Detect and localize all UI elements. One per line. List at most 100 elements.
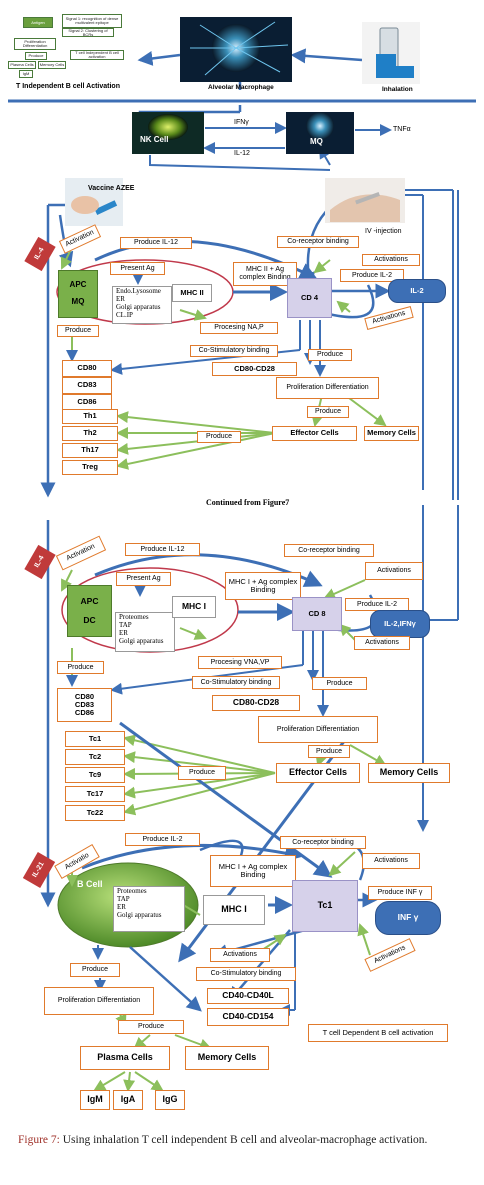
macrophage-spikes: [190, 21, 289, 76]
co-receptor-box-3: Co-receptor binding: [280, 836, 366, 849]
memory-cells-box-3: Memory Cells: [185, 1046, 269, 1070]
igg-box: IgG: [155, 1090, 185, 1110]
igm-box: IgM: [80, 1090, 110, 1110]
proteome-item: ER: [117, 903, 126, 912]
tc9-box: Tc9: [65, 767, 125, 783]
proteome-list-2: Proteomes TAP ER Golgi apparatus: [113, 886, 185, 932]
cd8-box: CD 8: [292, 597, 342, 631]
alveolar-macrophage-label: Alveolar Macrophage: [208, 84, 274, 91]
mini-box: Produce: [25, 52, 47, 60]
produce-il2-box-3: Produce IL-2: [125, 833, 200, 846]
il2-ifn-box: IL-2,IFNγ: [370, 610, 430, 638]
proteome-item: ER: [119, 629, 128, 638]
b-cell-label: B Cell: [77, 879, 103, 889]
procesing-box-2: Procesing VNA,VP: [198, 656, 282, 669]
mini-box: Plasma Cells: [8, 61, 36, 69]
activations-box-3: Activations: [365, 562, 423, 580]
mini-box: Memory Cells: [38, 61, 66, 69]
co-receptor-box: Co-receptor binding: [277, 236, 359, 248]
cd80-label: CD80: [74, 691, 95, 701]
memory-cells-box-2: Memory Cells: [368, 763, 450, 783]
tc1-cell-box: Tc1: [292, 880, 358, 932]
tc1-box: Tc1: [65, 731, 125, 747]
mini-box: Antigen: [23, 17, 53, 28]
proteome-item: Golgi apparatus: [117, 911, 162, 920]
produce-box-10: Produce: [118, 1020, 184, 1034]
proteome-item: Golgi apparatus: [119, 637, 164, 646]
cd80-box: CD80: [62, 360, 112, 377]
produce-il2-box: Produce IL-2: [340, 269, 404, 282]
organelle-item: Golgi apparatus: [116, 303, 161, 312]
activations-box-4: Activations: [354, 636, 410, 650]
caption-text: Using inhalation T cell independent B ce…: [59, 1134, 428, 1146]
produce-il12-box-2: Produce IL-12: [125, 543, 200, 556]
present-ag-box-2: Present Ag: [116, 572, 171, 586]
plasma-cells-box: Plasma Cells: [80, 1046, 170, 1070]
proteome-item: TAP: [117, 895, 130, 904]
mini-box: Proliferation Differentiation: [14, 38, 56, 50]
apc-mq-box: APC MQ: [58, 270, 98, 318]
produce-box-7: Produce: [308, 745, 350, 758]
co-stim-box: Co-Stimulatory binding: [190, 345, 278, 357]
caption-label: Figure 7:: [18, 1134, 60, 1146]
mhc1-box: MHC I: [172, 596, 216, 618]
cd83-box: CD83: [62, 377, 112, 394]
iv-injection-label: IV -injection: [365, 228, 402, 235]
produce-box-2: Produce: [308, 349, 352, 361]
memory-cells-box: Memory Cells: [364, 426, 419, 441]
th1-box: Th1: [62, 409, 118, 424]
inf-box: INF γ: [375, 901, 441, 935]
treg-box: Treg: [62, 460, 118, 475]
dc-label: DC: [83, 615, 96, 625]
proliferation-box-3: Proliferation Differentiation: [44, 987, 154, 1015]
produce-il12-box: Produce IL-12: [120, 237, 192, 249]
present-ag-box: Present Ag: [110, 262, 165, 275]
il2-box: IL-2: [388, 279, 446, 303]
mhc2-complex-box: MHC II + Ag complex Binding: [233, 262, 297, 286]
co-stim-box-2: Co-Stimulatory binding: [192, 676, 280, 689]
mini-box: Signal 2: Clustering of BCRs: [62, 28, 114, 37]
effector-cells-box: Effector Cells: [272, 426, 357, 441]
mini-box: Signal 1: recognition of dense multivale…: [62, 14, 122, 28]
produce-box-9: Produce: [70, 963, 120, 977]
proliferation-box-2: Proliferation Differentiation: [258, 716, 378, 743]
inhalation-label: Inhalation: [382, 86, 413, 93]
mini-box: IgM: [19, 70, 33, 78]
apc-dc-box: APC DC: [67, 585, 112, 637]
procesing-box: Procesing NA,P: [200, 322, 278, 334]
produce-box-3: Produce: [307, 406, 349, 418]
cd4-box: CD 4: [287, 278, 332, 318]
tc17-box: Tc17: [65, 786, 125, 802]
tc2-box: Tc2: [65, 749, 125, 765]
ifn-label: IFNγ: [234, 119, 249, 126]
nk-cell-label: NK Cell: [140, 135, 169, 144]
mhc1-complex-box-2: MHC I + Ag complex Binding: [210, 855, 296, 887]
mini-box: T cell Independent B cell activation: [70, 50, 124, 60]
produce-box-5: Produce: [57, 661, 104, 674]
mhc1-box-2: MHC I: [203, 895, 265, 925]
co-stim-box-3: Co-Stimulatory binding: [196, 967, 296, 981]
cd40-cd40l-box: CD40-CD40L: [207, 988, 289, 1004]
cd86-label: CD86: [74, 708, 95, 718]
cd-markers-box: CD80 CD83 CD86: [57, 688, 112, 722]
produce-box: Produce: [57, 325, 99, 337]
apc-label-2: APC: [80, 595, 99, 606]
continued-label: Continued from Figure7: [206, 498, 290, 507]
proliferation-box: Proliferation Differentiation: [276, 377, 379, 399]
produce-inf-box: Produce INF γ: [368, 886, 432, 900]
th2-box: Th2: [62, 426, 118, 441]
cd40-cd154-box: CD40-CD154: [207, 1008, 289, 1026]
proteome-item: Proteomes: [117, 887, 147, 895]
mhc1-complex-box: MHC I + Ag complex Binding: [225, 572, 301, 600]
proteome-item: TAP: [119, 621, 132, 630]
organelle-item: ER: [116, 295, 125, 304]
proteome-list: Proteomes TAP ER Golgi apparatus: [115, 612, 175, 652]
produce-box-8: Produce: [178, 766, 226, 780]
activations-box-5: Activations: [362, 853, 420, 869]
activations-box: Activations: [362, 254, 420, 266]
produce-box-4: Produce: [197, 431, 241, 443]
produce-box-6: Produce: [312, 677, 367, 690]
activations-box-6: Activations: [210, 948, 270, 962]
mhc2-box: MHC II: [172, 284, 212, 302]
mq-label: MQ: [310, 137, 323, 146]
